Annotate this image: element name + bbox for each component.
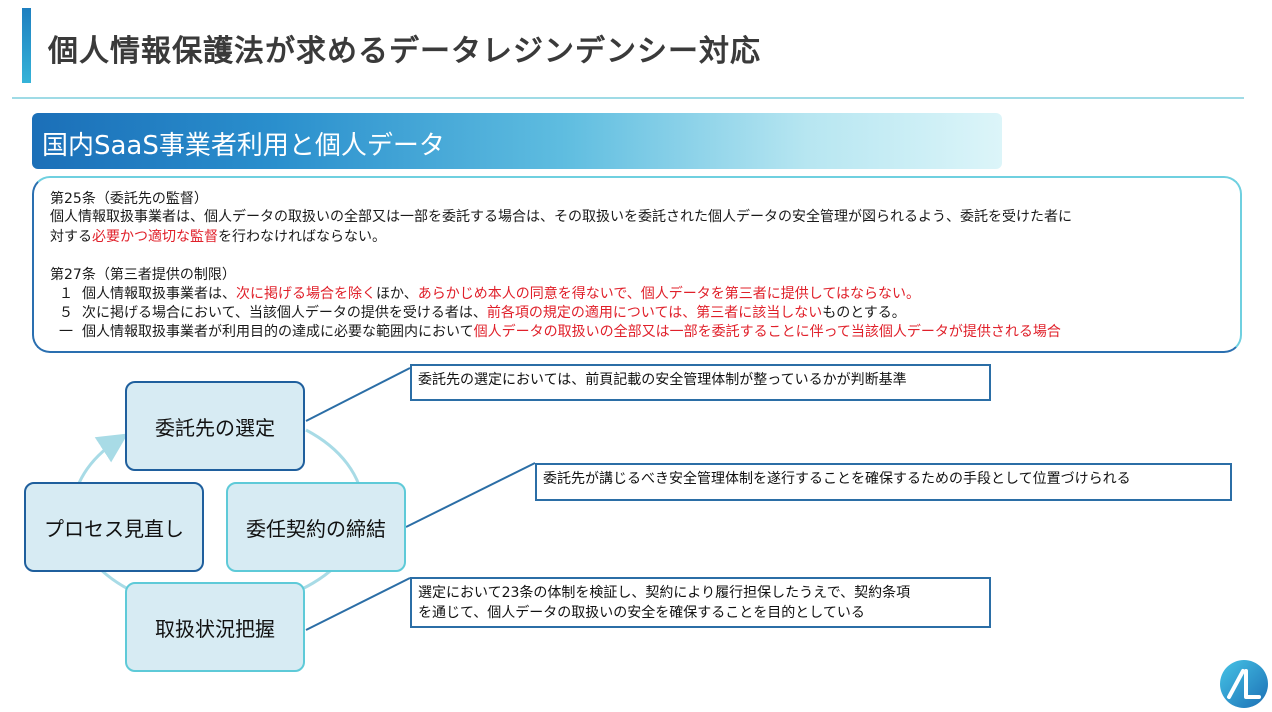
page-title: 個人情報保護法が求めるデータレジンデンシー対応	[48, 34, 761, 69]
title-divider	[12, 97, 1244, 99]
article-25-text: 対する	[50, 229, 92, 245]
section-banner: 国内SaaS事業者利用と個人データ	[32, 113, 1002, 169]
title-accent-bar	[22, 8, 31, 83]
section-title: 国内SaaS事業者利用と個人データ	[42, 131, 445, 161]
item-text: 次に掲げる場合において、当該個人データの提供を受ける者は、	[82, 305, 487, 321]
item-number: 一	[59, 324, 73, 340]
article-25-text-line1: 個人情報取扱事業者は、個人データの取扱いの全部又は一部を委託する場合は、その取扱…	[50, 209, 1072, 225]
article-27-heading: 第27条（第三者提供の制限）	[50, 267, 236, 283]
callout-text: 委託先の選定においては、前頁記載の安全管理体制が整っているかが判断基準	[418, 372, 907, 388]
law-excerpt-box: 第25条（委託先の監督） 個人情報取扱事業者は、個人データの取扱いの全部又は一部…	[32, 176, 1242, 353]
callout-contract: 委託先が講じるべき安全管理体制を遂行することを確保するための手段として位置づけら…	[535, 463, 1232, 501]
article-27-item-5: ５ 次に掲げる場合において、当該個人データの提供を受ける者は、前各項の規定の適用に…	[50, 304, 906, 322]
item-text: ほか、	[376, 286, 418, 302]
node-process-review: プロセス見直し	[24, 482, 204, 572]
article-27-item-1: １ 個人情報取扱事業者は、次に掲げる場合を除くほか、あらかじめ本人の同意を得ないで…	[50, 285, 920, 303]
item-number: ５	[59, 305, 73, 321]
callout-selection: 委託先の選定においては、前頁記載の安全管理体制が整っているかが判断基準	[410, 364, 991, 401]
node-label: 委任契約の締結	[246, 516, 386, 541]
highlight-text: 次に掲げる場合を除く	[236, 286, 376, 302]
highlight-text: 個人データの取扱いの全部又は一部を委託することに伴って当該個人データが提供される…	[473, 324, 1061, 340]
callout-status-grasp: 選定において23条の体制を検証し、契約により履行担保したうえで、契約条項 を通じ…	[410, 577, 991, 628]
node-label: 取扱状況把握	[155, 616, 275, 641]
item-text: 個人情報取扱事業者が利用目的の達成に必要な範囲内において	[82, 324, 474, 340]
node-status-grasp: 取扱状況把握	[125, 582, 305, 672]
item-text: 個人情報取扱事業者は、	[82, 286, 236, 302]
highlight-text: あらかじめ本人の同意を得ないで、個人データを第三者に提供してはならない。	[417, 286, 921, 302]
connector-grasp	[305, 577, 411, 631]
article-25-heading: 第25条（委託先の監督）	[50, 191, 208, 207]
node-label: 委託先の選定	[155, 415, 275, 440]
connector-select	[305, 367, 411, 422]
article-27-item-i: 一個人情報取扱事業者が利用目的の達成に必要な範囲内において個人データの取扱いの全…	[50, 323, 1061, 341]
article-25-text-line2: 対する必要かつ適切な監督を行わなければならない。	[50, 228, 386, 246]
connector-contract	[405, 462, 536, 528]
highlight-text: 必要かつ適切な監督	[92, 229, 218, 245]
item-text: ものとする。	[822, 305, 906, 321]
node-label: プロセス見直し	[44, 516, 184, 541]
company-logo-icon	[1220, 660, 1268, 708]
item-number: １	[59, 286, 73, 302]
article-25-text: を行わなければならない。	[218, 229, 386, 245]
node-contract-conclusion: 委任契約の締結	[226, 482, 406, 572]
callout-text: 選定において23条の体制を検証し、契約により履行担保したうえで、契約条項	[418, 585, 911, 601]
node-contractor-selection: 委託先の選定	[125, 381, 305, 471]
callout-text: を通じて、個人データの取扱いの安全を確保することを目的としている	[418, 605, 865, 621]
callout-text: 委託先が講じるべき安全管理体制を遂行することを確保するための手段として位置づけら…	[543, 471, 1131, 487]
highlight-text: 前各項の規定の適用については、第三者に該当しない	[486, 305, 823, 321]
